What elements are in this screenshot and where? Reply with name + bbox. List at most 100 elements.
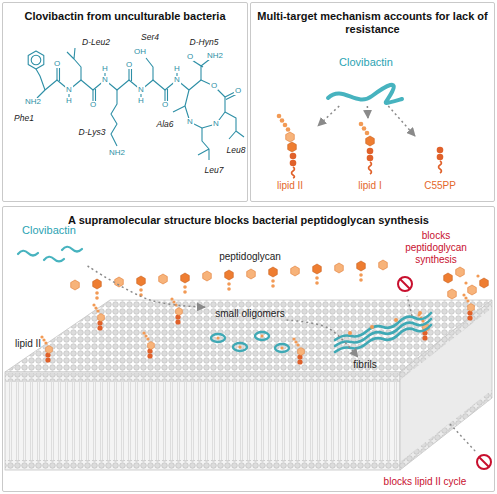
dotted-arrow — [450, 424, 476, 452]
panel-heading: A supramolecular structure blocks bacter… — [7, 214, 490, 227]
atom-label: O — [161, 101, 169, 109]
peptidoglycan-strand — [71, 280, 80, 290]
peptidoglycan-fragments — [476, 274, 479, 277]
peptidoglycan-strand — [203, 271, 212, 281]
membrane-lipid-ii — [170, 297, 182, 324]
panel-heading: Multi-target mechanism accounts for lack… — [255, 10, 490, 36]
molecule-node: Clovibactin — [318, 56, 414, 106]
chemical-structure — [173, 106, 185, 112]
block-symbol — [398, 277, 491, 469]
peptidoglycan-strand — [93, 279, 102, 289]
atom-label: H — [101, 65, 109, 73]
atom-label: O — [89, 101, 97, 109]
lipid-ii-molecule — [290, 160, 297, 167]
small-oligomers — [260, 334, 263, 337]
node-label: small oligomers — [215, 307, 284, 320]
peptidoglycan-strand — [139, 293, 143, 297]
clovibactin-molecules — [18, 251, 38, 256]
node-label: fibrils — [353, 358, 376, 371]
chemical-structure — [31, 55, 41, 65]
state-node: small oligomers — [205, 306, 295, 320]
chemical-structure — [37, 90, 45, 98]
atom-label: N — [101, 76, 109, 84]
atom-label: NH2 — [24, 98, 42, 106]
atom-label: H — [65, 97, 73, 105]
fibril — [335, 325, 431, 352]
lipid-ii-molecule — [286, 132, 295, 142]
target-node: lipid I — [345, 118, 395, 192]
peptidoglycan-strand — [159, 274, 168, 284]
state-node: fibrils — [345, 357, 385, 371]
c55pp-molecule — [437, 154, 444, 161]
peptidoglycan-strand — [315, 276, 319, 280]
atom-label: O — [234, 87, 242, 95]
peptidoglycan-strand — [379, 260, 388, 270]
chemical-structure — [28, 48, 244, 160]
atom-label: NH2 — [108, 149, 126, 157]
lipid-i-molecule — [367, 148, 374, 155]
chemical-structure — [111, 90, 117, 146]
node-label: C55PP — [424, 179, 456, 192]
chemical-structure — [69, 72, 177, 98]
membrane — [5, 373, 400, 382]
node-label: lipid I — [358, 179, 381, 192]
peptidoglycan-strand — [357, 261, 366, 271]
block-symbol — [477, 455, 491, 469]
membrane — [5, 372, 400, 470]
small-oligomers — [211, 332, 289, 352]
peptidoglycan-strand — [335, 263, 344, 273]
dotted-arrow — [388, 106, 415, 136]
peptidoglycan-strand — [183, 285, 187, 289]
chemical-structure — [67, 48, 81, 80]
small-oligomers — [211, 334, 225, 342]
peptidoglycan-strand — [137, 276, 146, 286]
lipid-ii-molecule — [286, 127, 291, 132]
peptidoglycan-strand — [271, 279, 275, 283]
residue-label: Ser4 — [141, 33, 159, 42]
peptidoglycan-strand — [315, 281, 319, 285]
membrane — [5, 300, 492, 470]
atom-label: N — [212, 120, 220, 128]
atom-label: NH2 — [206, 52, 224, 60]
chemical-structure — [198, 128, 209, 160]
atom-label: OH — [133, 48, 147, 56]
small-oligomers — [280, 346, 283, 349]
peptidoglycan-strand — [71, 260, 388, 300]
peptidoglycan-fragments — [444, 267, 489, 299]
structure-label: peptidoglycan — [219, 252, 281, 262]
peptidoglycan-strand — [227, 287, 231, 291]
clovibactin-molecules — [18, 247, 82, 262]
chemical-structure — [185, 80, 225, 128]
clovibactin-ribbon — [328, 85, 402, 103]
membrane-lipid-ii — [40, 335, 52, 362]
peptidoglycan-strand — [247, 269, 256, 279]
peptidoglycan-strand — [139, 288, 143, 292]
lipid-ii-molecule — [288, 142, 297, 152]
node-label: Clovibactin — [22, 224, 76, 237]
fibril — [335, 311, 431, 352]
peptidoglycan-strand — [115, 277, 124, 287]
peptidoglycan-strand — [313, 264, 322, 274]
residue-label: Leu7 — [205, 166, 224, 175]
lipid-ii-molecule — [277, 114, 297, 178]
lipid-i-molecule — [362, 126, 367, 131]
chemical-structure — [36, 69, 45, 90]
molecule-node: Clovibactin — [8, 224, 90, 266]
atom-label: O — [125, 61, 133, 69]
chemical-structure — [57, 68, 168, 101]
membrane-lipid-ii — [142, 331, 154, 358]
fibril — [394, 318, 398, 322]
panel-heading: Clovibactin from unculturable bacteria — [7, 10, 243, 23]
dotted-arrow — [318, 106, 339, 126]
small-oligomers — [216, 336, 219, 339]
chemical-structure — [225, 112, 244, 139]
residue-label: D-Lys3 — [79, 128, 106, 137]
peptidoglycan-strand — [227, 282, 231, 286]
atom-label: N — [186, 118, 194, 126]
effect-label: blocks lipid II cycle — [384, 477, 467, 487]
atom-label: O — [53, 60, 61, 68]
peptidoglycan-fragments — [448, 289, 457, 299]
peptidoglycan-strand — [95, 291, 99, 295]
c55pp-molecule — [439, 161, 442, 173]
atom-label: H — [137, 97, 145, 105]
